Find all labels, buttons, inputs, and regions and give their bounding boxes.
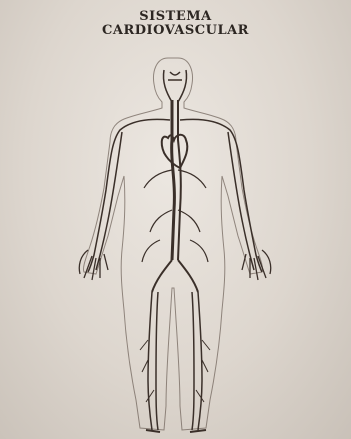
left-leg-vessels [148, 292, 158, 430]
iliac-vessels [152, 260, 198, 292]
left-arm-vessels [88, 119, 170, 272]
heart [162, 135, 188, 168]
aorta [172, 100, 175, 260]
head-vessels [163, 70, 186, 102]
right-leg-vessels [192, 292, 202, 430]
leg-branches [140, 340, 210, 402]
vena-cava [178, 100, 181, 260]
feet [146, 430, 206, 432]
